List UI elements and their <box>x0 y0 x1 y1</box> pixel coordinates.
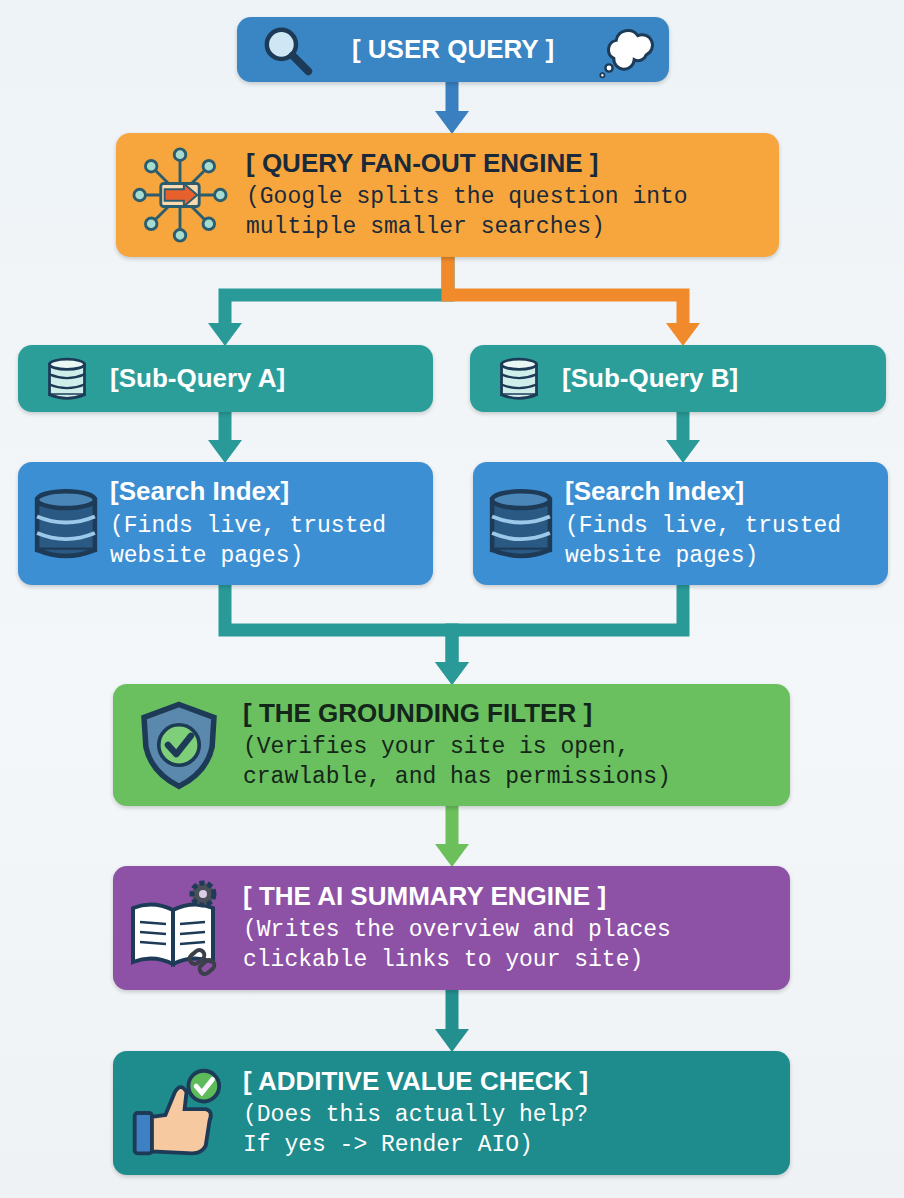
node-description: (Finds live, trusted website pages) <box>565 512 870 572</box>
process-box: [Sub-Query A] <box>18 345 433 412</box>
process-box: [ THE AI SUMMARY ENGINE ](Writes the ove… <box>113 866 790 990</box>
flow-arrow <box>446 990 459 1029</box>
dbsmall-icon <box>44 356 90 402</box>
node-description: (Does this actually help? If yes -> Rend… <box>243 1101 615 1161</box>
node-description: (Finds live, trusted website pages) <box>110 512 415 572</box>
node-title: [Sub-Query A] <box>110 362 421 395</box>
book-icon <box>125 878 225 978</box>
flow-arrow <box>446 82 459 111</box>
node-title: [ THE GROUNDING FILTER ] <box>243 697 778 730</box>
node-title: [ QUERY FAN-OUT ENGINE ] <box>246 147 767 180</box>
flow-arrow <box>225 257 448 323</box>
thumb-icon <box>127 1065 223 1161</box>
dbbig-icon <box>28 486 104 562</box>
node-description: (Verifies your site is open, crawlable, … <box>243 733 698 793</box>
flow-arrow <box>677 412 690 440</box>
process-box: [ ADDITIVE VALUE CHECK ](Does this actua… <box>113 1051 790 1175</box>
flow-arrow <box>452 585 683 662</box>
node-title: [Search Index] <box>110 475 423 508</box>
node-title: [ ADDITIVE VALUE CHECK ] <box>243 1065 778 1098</box>
process-box: [Sub-Query B] <box>470 345 886 412</box>
magnifier-icon <box>259 22 315 78</box>
network-icon <box>132 147 228 243</box>
node-title: [Search Index] <box>565 475 878 508</box>
shield-icon <box>133 699 225 791</box>
flow-arrow <box>225 585 452 662</box>
process-box: [ USER QUERY ] <box>237 17 669 82</box>
process-box: [Search Index] (Finds live, trusted websi… <box>18 462 433 585</box>
node-title: [Sub-Query B] <box>562 362 874 395</box>
process-box: [ QUERY FAN-OUT ENGINE ](Google splits t… <box>116 133 779 257</box>
flow-arrow <box>219 412 232 440</box>
node-description: (Writes the overview and places clickabl… <box>243 916 698 976</box>
process-box: [ THE GROUNDING FILTER ](Verifies your s… <box>113 684 790 806</box>
node-title: [ THE AI SUMMARY ENGINE ] <box>243 880 778 913</box>
node-description: (Google splits the question into multipl… <box>246 183 716 243</box>
node-title: [ USER QUERY ] <box>333 33 573 66</box>
flow-arrow <box>448 257 683 323</box>
dbbig-icon <box>483 486 559 562</box>
dbsmall-icon <box>496 356 542 402</box>
process-box: [Search Index] (Finds live, trusted websi… <box>473 462 888 585</box>
cloud-icon <box>597 20 657 80</box>
flow-arrow <box>446 806 459 844</box>
